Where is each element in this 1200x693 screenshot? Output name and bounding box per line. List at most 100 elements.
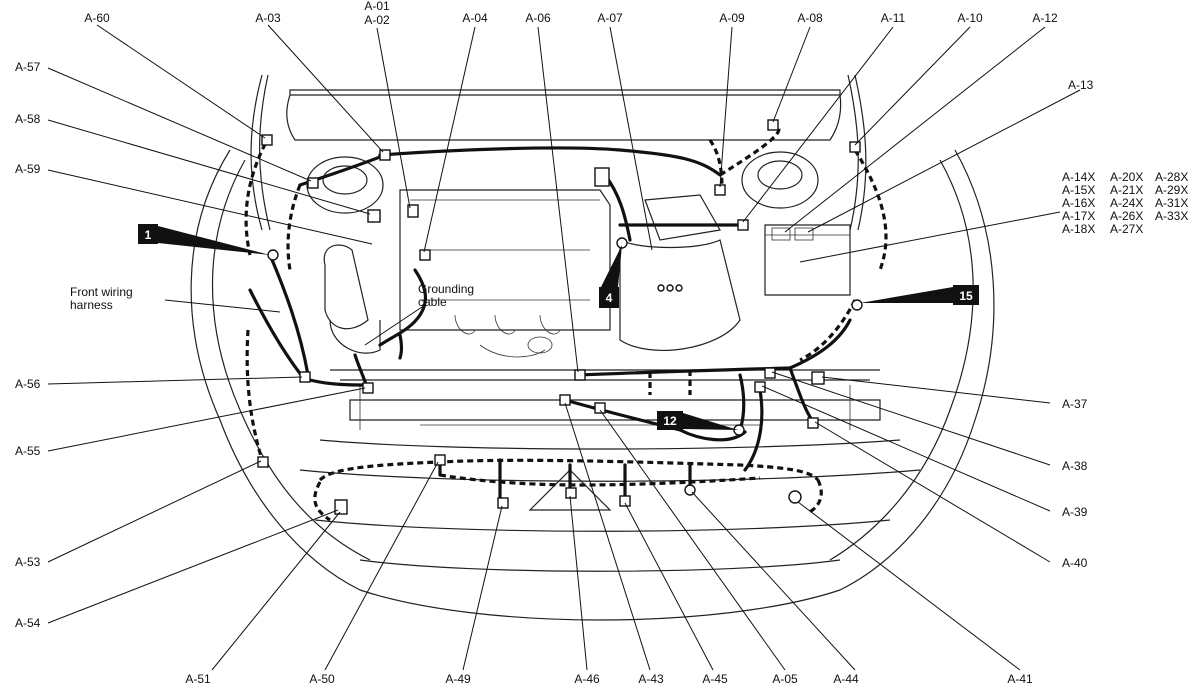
label-a57: A-57 (15, 60, 41, 74)
relay-label-a24x: A-24X (1110, 196, 1143, 210)
callout-1-box (138, 224, 158, 244)
connector-a08 (767, 119, 779, 131)
front-harness-label-line1: Front wiring (70, 285, 133, 299)
connector-a60 (261, 134, 273, 146)
label-a53: A-53 (15, 555, 41, 569)
connector-a03 (379, 149, 391, 161)
callout-12-label: 12 (663, 414, 677, 428)
label-a06: A-06 (525, 11, 551, 25)
label-a54: A-54 (15, 616, 41, 630)
label-a59: A-59 (15, 162, 41, 176)
relay-label-a17x: A-17X (1062, 209, 1095, 223)
label-a46: A-46 (574, 672, 600, 686)
connector-a49 (497, 497, 509, 509)
label-a49: A-49 (445, 672, 471, 686)
vehicle-outline (190, 74, 995, 621)
label-a44: A-44 (833, 672, 859, 686)
label-a41: A-41 (1007, 672, 1033, 686)
callout-12-box (657, 411, 683, 430)
relay-label-a20x: A-20X (1110, 170, 1143, 184)
label-a04: A-04 (462, 11, 488, 25)
relay-label-a28x: A-28X (1155, 170, 1188, 184)
front-harness-label-line2: harness (70, 298, 113, 312)
relay-label-a18x: A-18X (1062, 222, 1095, 236)
wiring-harness (244, 123, 888, 522)
callout-1-pointer (158, 226, 270, 255)
connector-a57 (307, 177, 319, 189)
label-a38: A-38 (1062, 459, 1088, 473)
connector-a02 (407, 204, 419, 218)
label-a07: A-07 (597, 11, 623, 25)
callout-15-label: 15 (959, 289, 973, 303)
connector-a12 (849, 141, 861, 153)
callout-15-pointer (860, 287, 953, 303)
connector-a40 (807, 417, 819, 429)
label-a08: A-08 (797, 11, 823, 25)
label-a01: A-01 (364, 0, 390, 13)
label-a13: A-13 (1068, 78, 1094, 92)
label-a39: A-39 (1062, 505, 1088, 519)
connector-ground-12 (733, 424, 745, 436)
label-a45: A-45 (702, 672, 728, 686)
relay-box-labels: A-14X A-20X A-28X A-15X A-21X A-29X A-16… (1062, 170, 1188, 236)
relay-label-a33x: A-33X (1155, 209, 1188, 223)
callout-1-label: 1 (145, 228, 152, 242)
labels-top: A-60 A-03 A-01 A-02 A-04 A-06 A-07 A-09 … (84, 0, 1058, 27)
connector-a58 (367, 209, 381, 223)
label-a55: A-55 (15, 444, 41, 458)
label-a40: A-40 (1062, 556, 1088, 570)
connector-a43 (559, 394, 571, 406)
connector-a46 (565, 487, 577, 499)
connector-a54 (334, 499, 348, 515)
connector-a04 (419, 249, 431, 261)
labels-right: A-13 A-37 A-38 A-39 A-40 (1062, 78, 1094, 570)
label-a56: A-56 (15, 377, 41, 391)
callout-4-box (599, 287, 619, 308)
connector-a41 (788, 490, 802, 504)
label-a50: A-50 (309, 672, 335, 686)
callout-12-pointer (683, 413, 738, 430)
callout-15-box (953, 285, 979, 305)
labels-bottom: A-51 A-50 A-49 A-46 A-43 A-45 A-05 A-44 … (185, 672, 1033, 686)
connector-a37 (811, 371, 825, 385)
labels-left: A-57 A-58 A-59 A-56 A-55 A-53 A-54 (15, 60, 41, 630)
connector-a06 (574, 369, 586, 381)
relay-label-a16x: A-16X (1062, 196, 1095, 210)
relay-label-a14x: A-14X (1062, 170, 1095, 184)
connector-a11 (737, 219, 749, 231)
label-a02: A-02 (364, 13, 390, 27)
label-a09: A-09 (719, 11, 745, 25)
connector-ground-15 (851, 299, 863, 311)
connector-fuse-b (666, 284, 674, 292)
relay-label-a26x: A-26X (1110, 209, 1143, 223)
label-a05: A-05 (772, 672, 798, 686)
label-a51: A-51 (185, 672, 211, 686)
callout-4-label: 4 (606, 291, 613, 305)
label-a43: A-43 (638, 672, 664, 686)
connector-fuse-a (657, 284, 665, 292)
label-a60: A-60 (84, 11, 110, 25)
label-a10: A-10 (957, 11, 983, 25)
grounding-cable-label-line2: cable (418, 295, 447, 309)
connector-a50 (434, 454, 446, 466)
label-a58: A-58 (15, 112, 41, 126)
connector-a07-body (594, 167, 610, 187)
connector-a05 (594, 402, 606, 414)
connector-a45 (619, 495, 631, 507)
relay-label-a21x: A-21X (1110, 183, 1143, 197)
relay-label-a27x: A-27X (1110, 222, 1143, 236)
label-a03: A-03 (255, 11, 281, 25)
callout-4-pointer (601, 245, 622, 287)
relay-label-a29x: A-29X (1155, 183, 1188, 197)
connector-fuse-c (675, 284, 683, 292)
callouts: 1 4 12 15 (138, 224, 979, 430)
label-a37: A-37 (1062, 397, 1088, 411)
connector-a59 (267, 249, 279, 261)
connector-markers (257, 119, 863, 515)
grounding-cable-label-line1: Grounding (418, 282, 474, 296)
relay-label-a31x: A-31X (1155, 196, 1188, 210)
connector-ground-4 (616, 237, 628, 249)
label-a11: A-11 (881, 11, 906, 25)
annotations: Front wiring harness Grounding cable (70, 282, 474, 312)
